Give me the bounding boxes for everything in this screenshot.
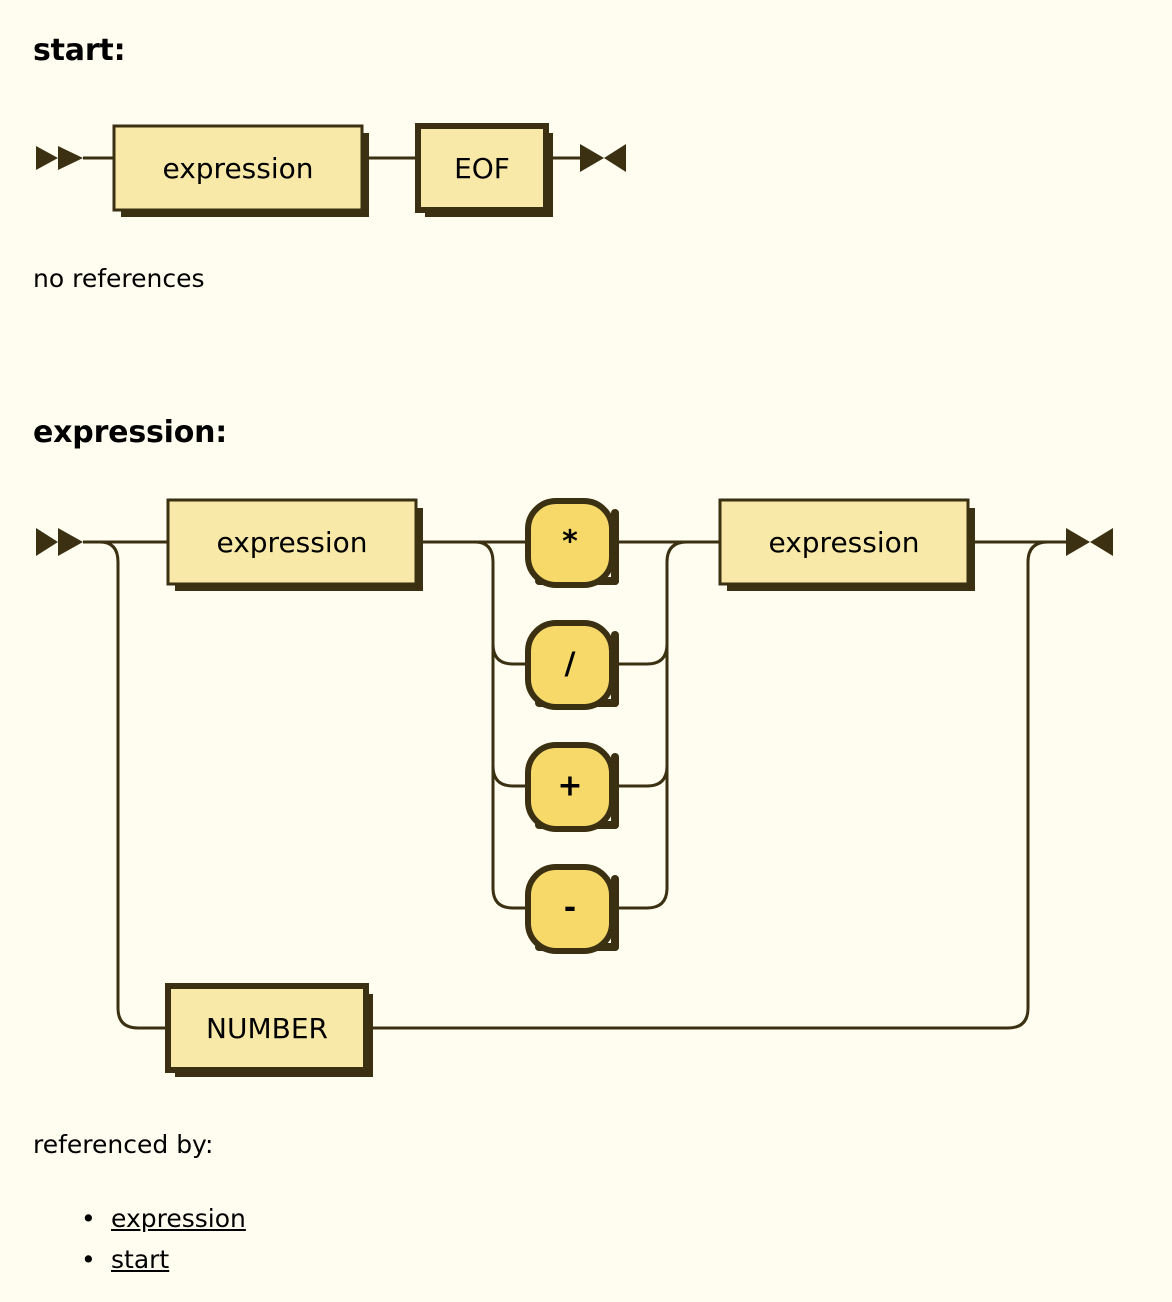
track-choice-left-trunk — [474, 540, 528, 910]
list-item: start — [81, 1239, 246, 1280]
expression-box-shadow-bottom — [121, 209, 369, 217]
node-label-minus: - — [564, 891, 576, 926]
node-label-plus: + — [557, 769, 582, 804]
exit-marker-icon — [580, 144, 626, 172]
expression-box-shadow-right — [361, 133, 369, 217]
node-label-number: NUMBER — [206, 1012, 328, 1045]
note-no-references-start: no references — [33, 264, 205, 293]
rule-title-start: start: — [33, 33, 126, 68]
referenced-by-label: referenced by: — [33, 1130, 214, 1159]
track-bypass-left — [99, 540, 168, 1030]
expression2-shadow-bottom — [727, 583, 975, 591]
node-rule-ref-expression[interactable] — [112, 124, 364, 212]
railroad-diagram-start: expression EOF — [36, 123, 626, 217]
list-item: expression — [81, 1198, 246, 1239]
track-choice-left-branch-plus — [491, 765, 528, 788]
node-rule-ref-expression-right[interactable] — [718, 498, 970, 586]
expression1-shadow-right — [415, 508, 423, 591]
track-choice-right-trunk — [612, 540, 688, 910]
entry-marker-icon — [36, 146, 83, 170]
ref-link-start[interactable]: start — [111, 1245, 170, 1274]
node-label-expression-right: expression — [768, 526, 919, 559]
node-label-expression: expression — [162, 152, 313, 185]
node-rule-ref-expression-left[interactable] — [166, 498, 418, 586]
node-token-eof[interactable] — [415, 123, 549, 213]
node-label-expression-left: expression — [216, 526, 367, 559]
node-label-eof: EOF — [454, 152, 510, 185]
node-label-divide: / — [565, 647, 576, 682]
track-bypass-right — [1007, 540, 1049, 1030]
rule-title-expression: expression: — [33, 415, 228, 450]
railroad-diagram-expression: expression * / + - — [36, 498, 1113, 1077]
referenced-by-list: expression start — [33, 1198, 246, 1280]
track-choice-right-branch-plus — [612, 765, 669, 788]
expression2-shadow-right — [967, 508, 975, 591]
track-choice-right-branch-divide — [612, 643, 669, 666]
exit-marker-icon — [1066, 528, 1113, 556]
node-token-number[interactable] — [165, 983, 369, 1073]
ref-link-expression[interactable]: expression — [111, 1204, 246, 1233]
expression1-shadow-bottom — [175, 583, 423, 591]
node-label-times: * — [562, 525, 578, 560]
track-choice-left-branch-divide — [491, 643, 528, 666]
entry-marker-icon — [36, 528, 83, 556]
